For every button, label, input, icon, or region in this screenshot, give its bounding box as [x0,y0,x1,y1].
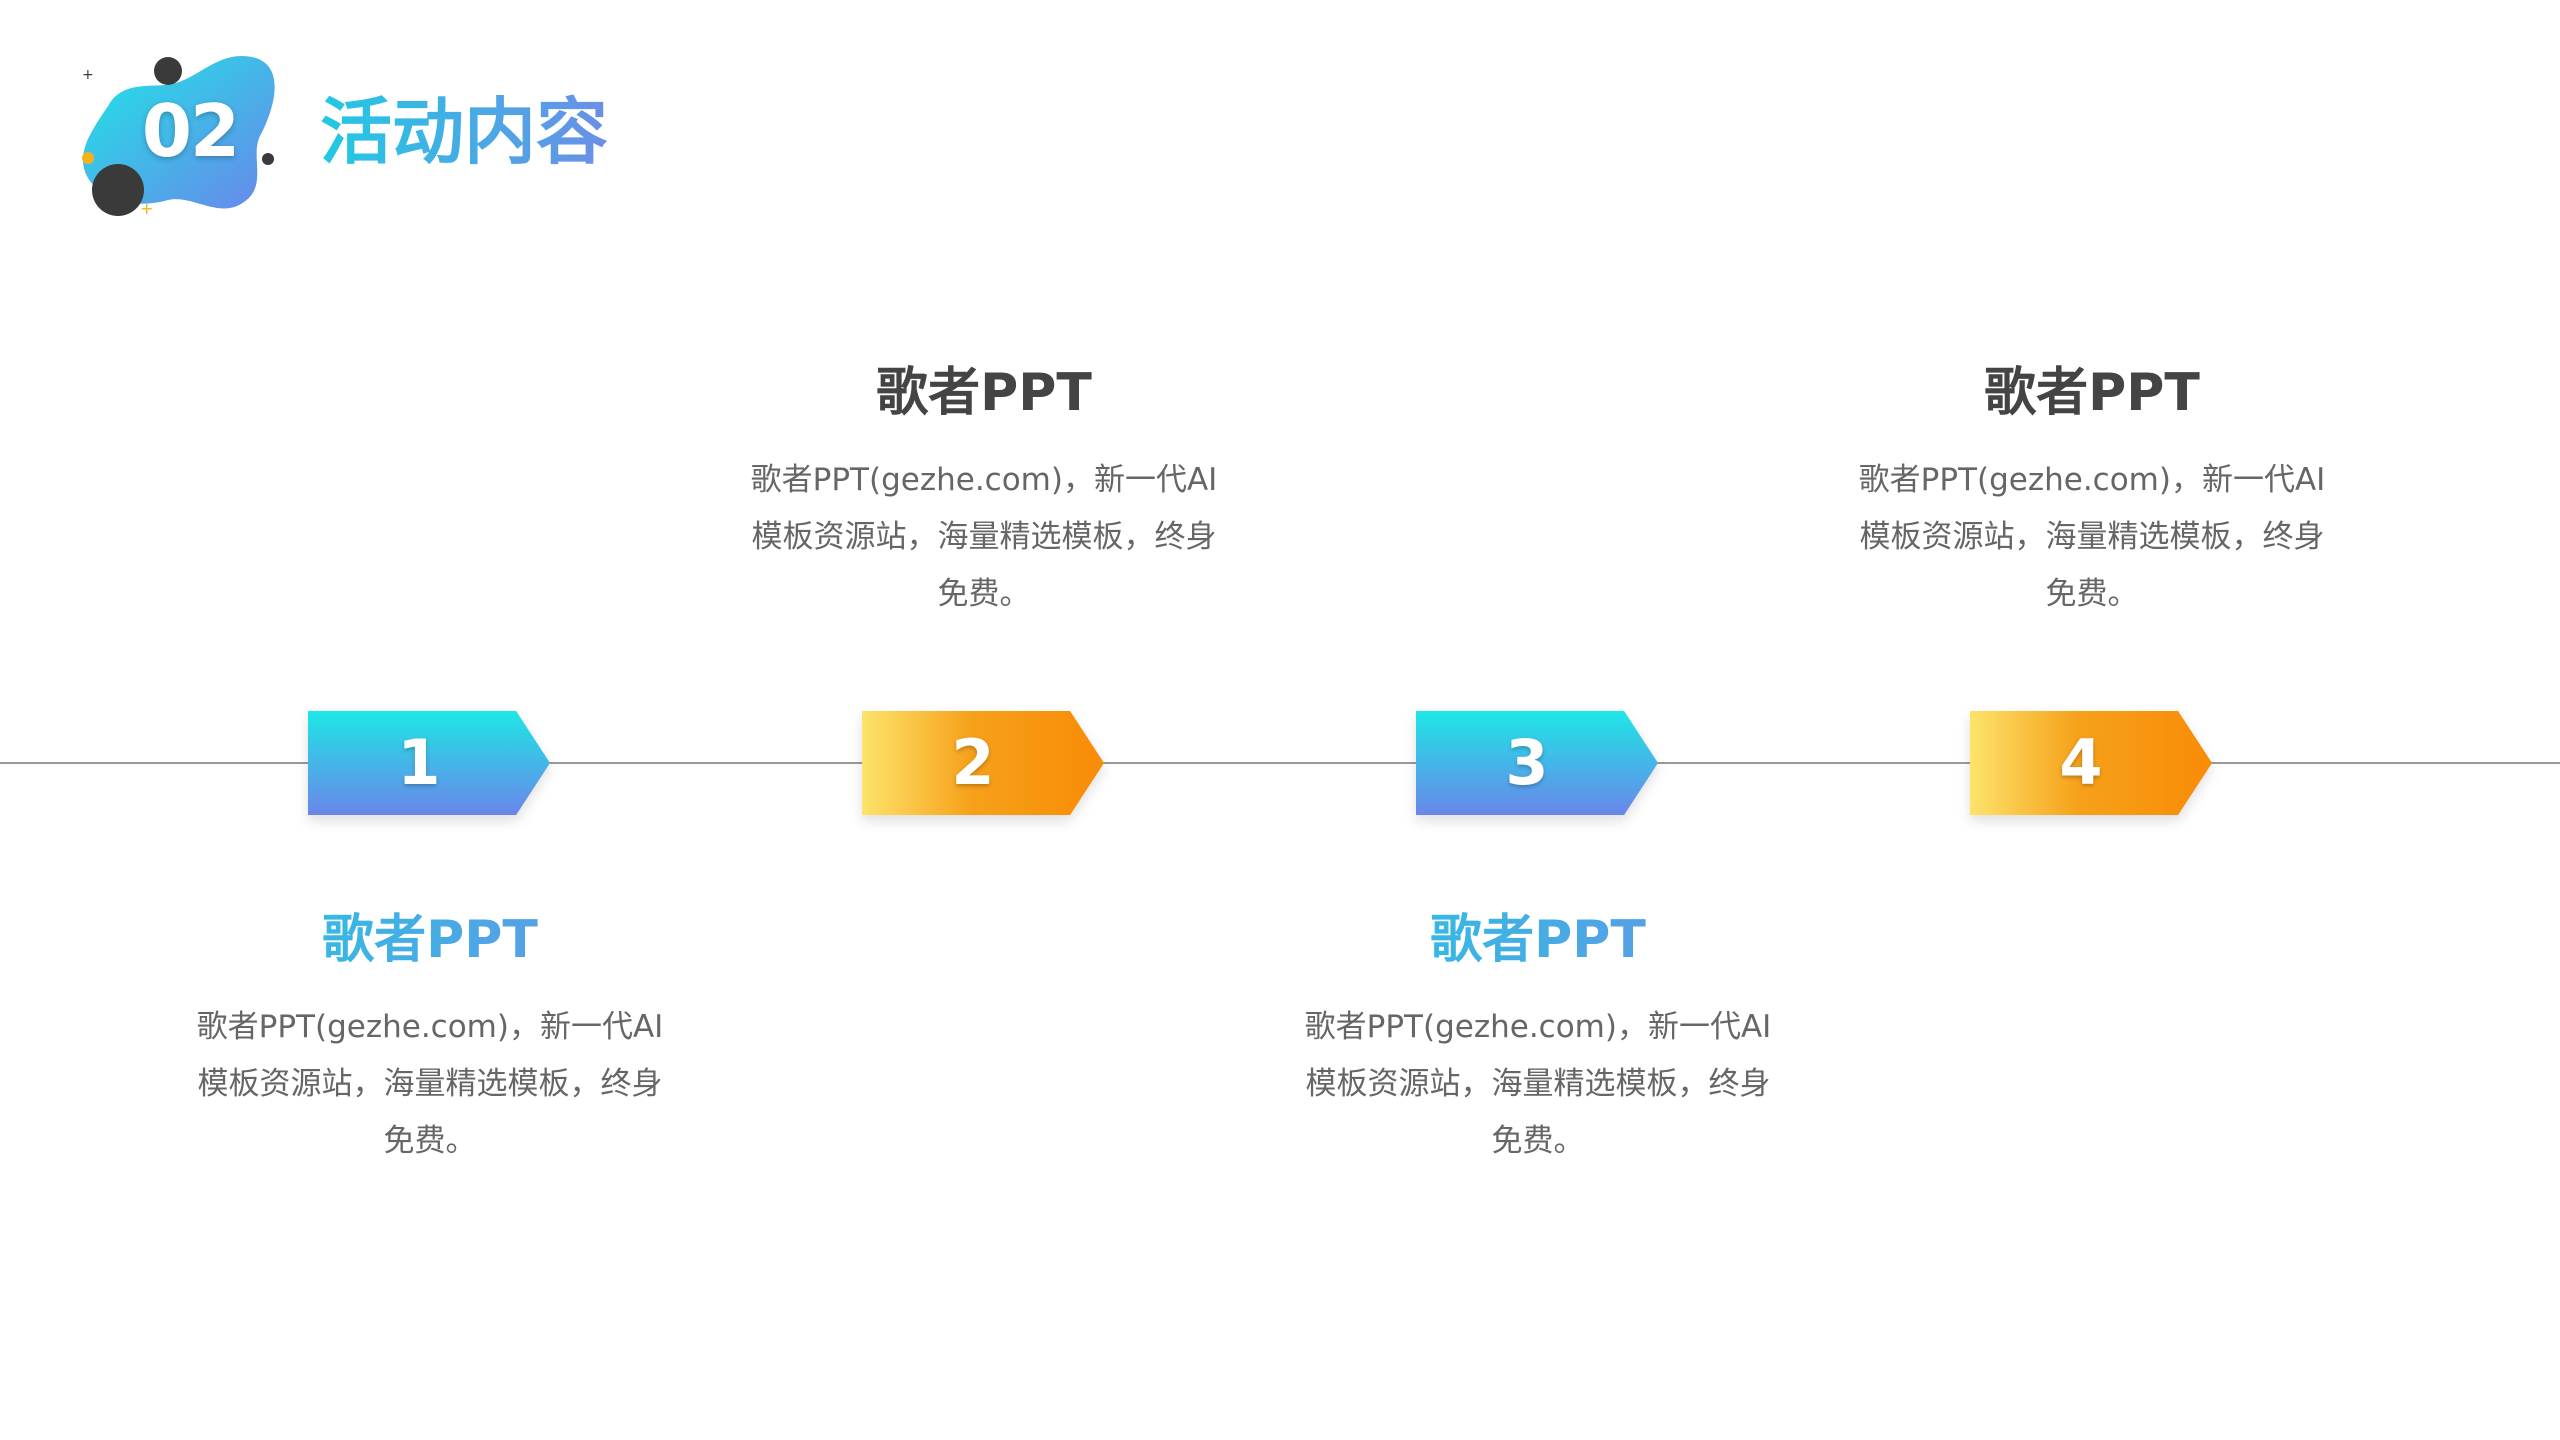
step-marker-1: 1 [308,711,550,815]
step-card-1: 歌者PPT 歌者PPT(gezhe.com)，新一代AI模板资源站，海量精选模板… [170,905,690,1170]
step-marker-3: 3 [1416,711,1658,815]
card-description: 歌者PPT(gezhe.com)，新一代AI模板资源站，海量精选模板，终身免费。 [1858,462,2326,612]
section-number-badge: + + 02 [60,44,300,234]
blob-shape-icon: + + [82,55,275,218]
step-card-3: 歌者PPT 歌者PPT(gezhe.com)，新一代AI模板资源站，海量精选模板… [1278,905,1798,1170]
arrow-tag-shape [1970,711,2212,815]
step-card-4: 歌者PPT 歌者PPT(gezhe.com)，新一代AI模板资源站，海量精选模板… [1832,358,2352,623]
arrow-tag-shape [308,711,550,815]
arrow-tag-shape [862,711,1104,815]
step-marker-2: 2 [862,711,1104,815]
card-title: 歌者PPT [1984,363,2200,423]
svg-text:+: + [140,199,153,218]
card-description: 歌者PPT(gezhe.com)，新一代AI模板资源站，海量精选模板，终身免费。 [750,462,1218,612]
card-description: 歌者PPT(gezhe.com)，新一代AI模板资源站，海量精选模板，终身免费。 [1304,1009,1772,1159]
step-number: 1 [397,726,441,799]
card-title: 歌者PPT [170,905,690,975]
card-description: 歌者PPT(gezhe.com)，新一代AI模板资源站，海量精选模板，终身免费。 [196,1009,664,1159]
arrow-tag-shape [1416,711,1658,815]
card-title: 歌者PPT [876,363,1092,423]
step-marker-4: 4 [1970,711,2212,815]
svg-text:+: + [82,67,94,83]
timeline-line [0,762,2560,764]
page-title: 活动内容 [320,82,608,182]
step-number: 4 [2059,726,2103,799]
step-card-2: 歌者PPT 歌者PPT(gezhe.com)，新一代AI模板资源站，海量精选模板… [724,358,1244,623]
step-number: 3 [1505,726,1549,799]
step-number: 2 [951,726,995,799]
section-number: 02 [141,89,240,173]
card-title: 歌者PPT [1278,905,1798,975]
